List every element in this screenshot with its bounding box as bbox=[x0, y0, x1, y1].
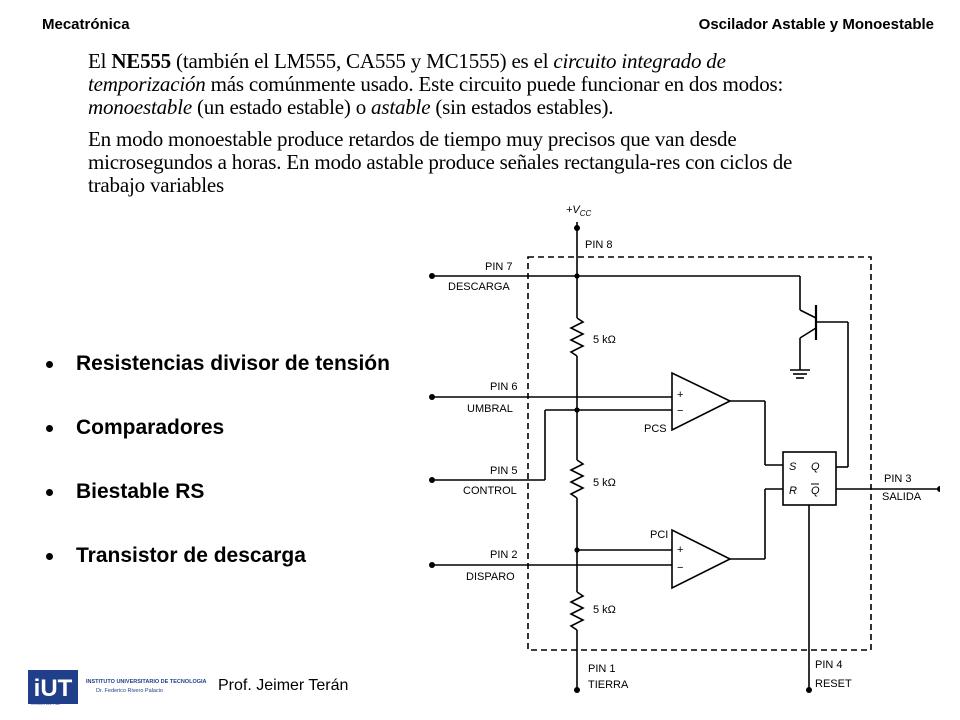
bullet-dot-icon bbox=[46, 361, 53, 368]
pin2-terminal bbox=[429, 562, 435, 568]
pin2-label: PIN 2 bbox=[490, 549, 518, 561]
p1-italic-astable: astable bbox=[371, 95, 431, 119]
pin1-terminal bbox=[574, 687, 580, 693]
vcc-terminal bbox=[574, 225, 580, 231]
bullet-text: Biestable RS bbox=[76, 480, 205, 503]
p1-text-c: (también el LM555, CA555 y MC1555) es el bbox=[171, 49, 554, 73]
chip-boundary bbox=[527, 256, 872, 651]
junction bbox=[574, 547, 580, 553]
r3-label: 5 kΩ bbox=[593, 604, 616, 616]
pin6-label: PIN 6 bbox=[490, 381, 518, 393]
bullet-item: Comparadores bbox=[44, 412, 390, 476]
pin4-label: PIN 4 bbox=[815, 659, 843, 671]
institute-logo: iUT INSTITUTO UNIVERSITARIO DE TECNOLOGI… bbox=[28, 670, 207, 706]
comparator-pci bbox=[671, 528, 732, 590]
p1-italic-ic: circuito integrado de temporización bbox=[88, 49, 726, 96]
pin7-label: PIN 7 bbox=[485, 261, 513, 273]
resistor-3 bbox=[569, 591, 585, 631]
pin6-terminal bbox=[429, 394, 435, 400]
logo-line-1: INSTITUTO UNIVERSITARIO DE TECNOLOGIA bbox=[86, 679, 207, 685]
reset-label: RESET bbox=[815, 678, 852, 690]
r2-label: 5 kΩ bbox=[593, 477, 616, 489]
ff-qbar-label: Q bbox=[811, 485, 820, 497]
bullet-text: Resistencias divisor de tensión bbox=[76, 352, 390, 375]
bullet-item: Biestable RS bbox=[44, 476, 390, 540]
bullet-dot-icon bbox=[46, 489, 53, 496]
pin4-terminal bbox=[806, 687, 812, 693]
pci-minus: − bbox=[677, 562, 683, 574]
umbral-label: UMBRAL bbox=[467, 403, 513, 415]
pcs-label: PCS bbox=[644, 423, 667, 435]
bullet-text: Comparadores bbox=[76, 416, 225, 439]
pin3-terminal bbox=[937, 486, 940, 492]
p1-italic-mono: monoestable bbox=[88, 95, 192, 119]
rs-flipflop bbox=[782, 451, 837, 506]
pcs-minus: − bbox=[677, 405, 683, 417]
professor-name: Prof. Jeimer Terán bbox=[218, 677, 349, 694]
tierra-label: TIERRA bbox=[588, 679, 629, 691]
vcc-label: +VCC bbox=[566, 204, 592, 218]
resistor-2 bbox=[569, 459, 585, 499]
bullet-item: Transistor de descarga bbox=[44, 540, 390, 604]
logo-mark: iUT bbox=[34, 675, 73, 702]
p1-text-i: (sin estados estables). bbox=[430, 95, 614, 119]
p1-text-a: El bbox=[88, 49, 112, 73]
bullet-dot-icon bbox=[46, 425, 53, 432]
r1-label: 5 kΩ bbox=[593, 334, 616, 346]
pin5-terminal bbox=[429, 477, 435, 483]
junction bbox=[574, 273, 580, 279]
ne555-diagram: +VCC PIN 8 PIN 7 DESCARGA 5 kΩ PIN 6 UMB… bbox=[429, 204, 940, 693]
bullet-item: Resistencias divisor de tensión bbox=[44, 348, 390, 412]
pin1-label: PIN 1 bbox=[588, 663, 616, 675]
junction bbox=[574, 407, 580, 413]
p1-ne555: NE555 bbox=[111, 49, 171, 73]
course-title: Mecatrónica bbox=[42, 16, 130, 33]
pin7-terminal bbox=[429, 273, 435, 279]
disparo-label: DISPARO bbox=[466, 571, 515, 583]
logo-block bbox=[28, 670, 78, 704]
pcs-plus: + bbox=[677, 389, 683, 401]
p1-text-g: (un estado estable) o bbox=[191, 95, 372, 119]
bullet-dot-icon bbox=[46, 553, 53, 560]
scanned-text: El NE555 (también el LM555, CA555 y MC15… bbox=[88, 50, 828, 206]
ff-s-label: S bbox=[789, 461, 797, 473]
logo-side: REGIÓN CAPITAL bbox=[31, 701, 60, 706]
ff-r-label: R bbox=[789, 485, 797, 497]
pci-plus: + bbox=[677, 544, 683, 556]
control-label: CONTROL bbox=[463, 485, 517, 497]
pin5-label: PIN 5 bbox=[490, 465, 518, 477]
paragraph-1: El NE555 (también el LM555, CA555 y MC15… bbox=[88, 50, 828, 119]
descarga-label: DESCARGA bbox=[448, 281, 510, 293]
salida-label: SALIDA bbox=[882, 491, 922, 503]
resistor-1 bbox=[569, 317, 585, 357]
comparator-pcs bbox=[671, 371, 732, 432]
ff-q-label: Q bbox=[811, 461, 820, 473]
slide-title: Oscilador Astable y Monoestable bbox=[698, 16, 934, 33]
bullet-list: Resistencias divisor de tensión Comparad… bbox=[44, 348, 390, 604]
pin3-label: PIN 3 bbox=[884, 473, 912, 485]
paragraph-2: En modo monoestable produce retardos de … bbox=[88, 127, 793, 197]
bullet-text: Transistor de descarga bbox=[76, 544, 306, 567]
pin8-label: PIN 8 bbox=[585, 239, 613, 251]
logo-line-2: Dr. Federico Rivero Palacio bbox=[96, 688, 163, 694]
p1-text-e: más comúnmente usado. Este circuito pued… bbox=[205, 72, 784, 96]
pci-label: PCI bbox=[650, 529, 668, 541]
